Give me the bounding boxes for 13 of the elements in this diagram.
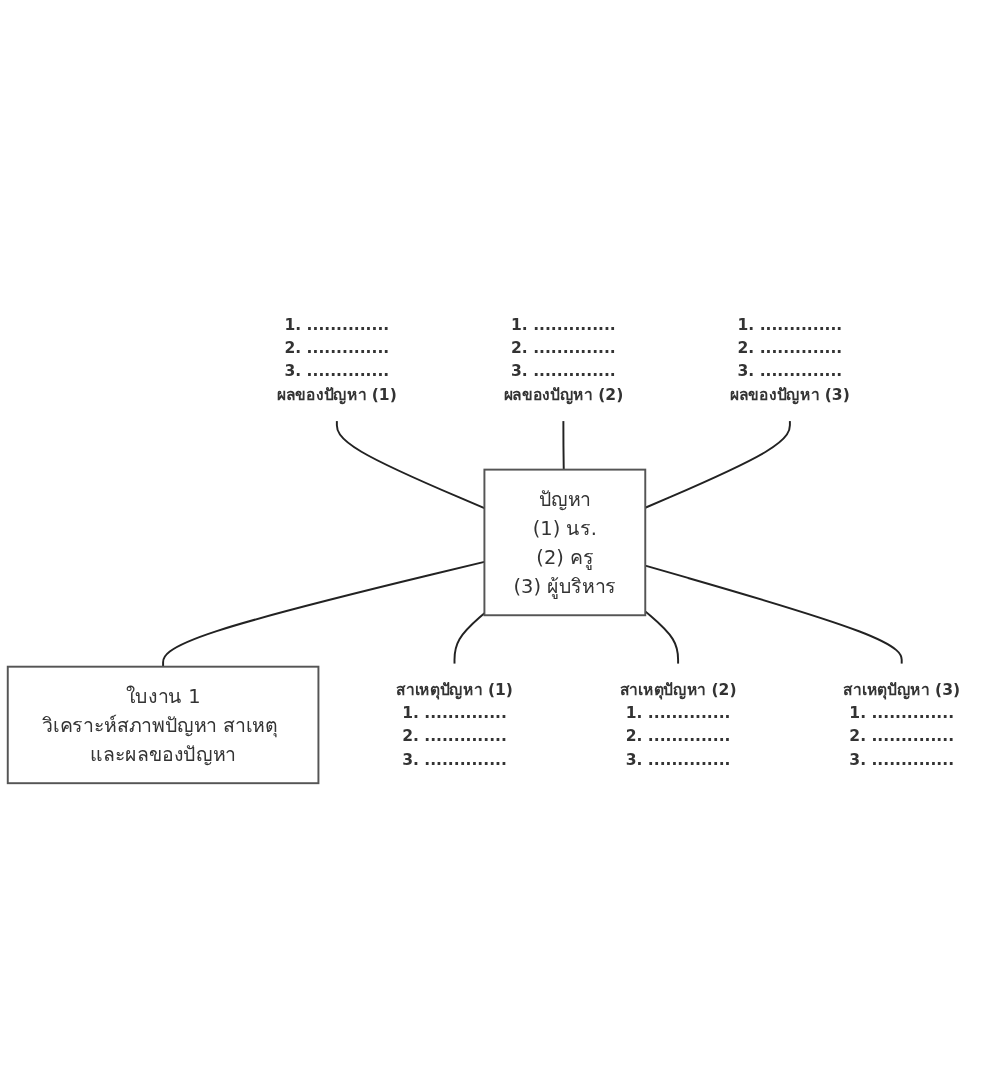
node-text: สาเหตุปัญหา (3) 1. .............. 2. .............. 3. ..............	[843, 679, 961, 769]
node-text: สาเหตุปัญหา (1) 1. .............. 2. .............. 3. ..............	[396, 679, 513, 769]
connector	[453, 611, 486, 665]
node-text: 1. .............. 2. .............. 3. .............. ผลของปัญหา (2)	[503, 314, 624, 404]
connector	[562, 419, 565, 471]
node-box: ใบงาน 1 วิเคราะห์สภาพปัญหา สาเหตุ และผลของปัญหา	[6, 665, 320, 784]
node-text: 1. .............. 2. .............. 3. .............. ผลของปัญหา (1)	[277, 314, 397, 404]
connector	[644, 609, 680, 665]
connector	[644, 564, 903, 665]
node-text: 1. .............. 2. .............. 3. .............. ผลของปัญหา (3)	[730, 314, 850, 404]
node-box: ปัญหา (1) นร. (2) ครู (3) ผู้บริหาร	[483, 468, 647, 616]
node-text: สาเหตุปัญหา (2) 1. .............. 2. .............. 3. ..............	[619, 679, 737, 769]
connector	[162, 560, 486, 668]
